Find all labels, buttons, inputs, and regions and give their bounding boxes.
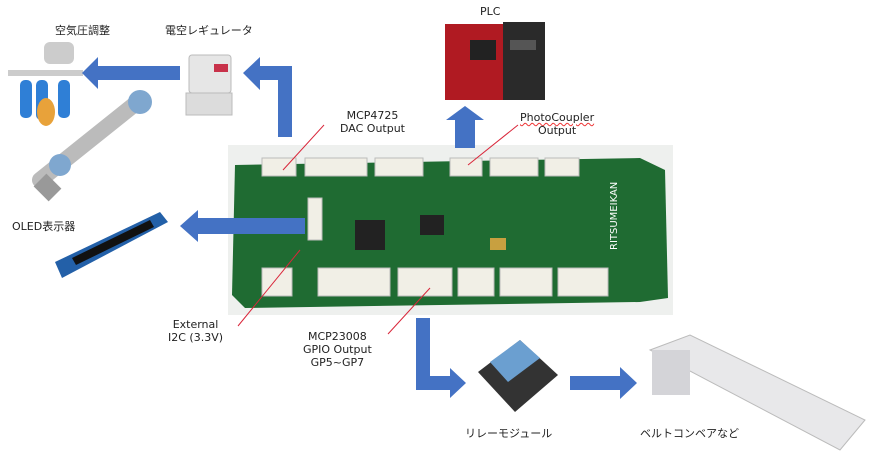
label-i2c-line2: I2C (3.3V) — [168, 331, 224, 344]
label-gpio-line3: GP5~GP7 — [310, 356, 365, 369]
label-i2c-line1: External — [172, 318, 219, 331]
leader-photocoupler — [467, 124, 519, 166]
robot-gripper-image — [8, 42, 152, 202]
label-oled: OLED表示器 — [12, 220, 76, 233]
label-dac-line1: MCP4725 — [346, 109, 399, 122]
label-pc-line2: Output — [537, 124, 577, 137]
label-dac-line2: DAC Output — [340, 122, 405, 135]
label-relay: リレーモジュール — [465, 427, 553, 440]
leader-i2c — [237, 249, 301, 327]
arrow-board-to-regulator — [243, 57, 292, 137]
arrow-relay-to-conveyor — [570, 367, 637, 399]
belt-conveyor-image — [648, 334, 866, 451]
leader-dac — [282, 124, 325, 171]
label-pneumatic: 空気圧調整 — [55, 24, 110, 37]
label-gpio-line1: MCP23008 — [307, 330, 367, 343]
arrow-board-to-oled — [180, 210, 305, 242]
arrow-board-to-plc — [446, 106, 484, 148]
arrow-board-to-relay — [375, 318, 466, 398]
relay-module-image — [478, 340, 558, 412]
oled-display-image — [55, 212, 168, 278]
board-brand-text: RITSUMEIKAN — [609, 182, 620, 250]
label-gpio-line2: GPIO Output — [303, 343, 372, 356]
plc-image — [445, 22, 545, 100]
label-pc-line1: PhotoCoupler — [520, 111, 595, 124]
arrow-regulator-to-gripper — [82, 57, 180, 89]
label-gpio: MCP23008 GPIO Output GP5~GP7 — [303, 330, 372, 369]
leader-gpio — [387, 287, 431, 335]
regulator-image — [185, 54, 233, 116]
label-plc: PLC — [480, 5, 501, 18]
label-photocoupler: PhotoCoupler Output — [520, 111, 594, 137]
label-i2c: External I2C (3.3V) — [168, 318, 223, 344]
label-conveyor: ベルトコンベアなど — [640, 427, 739, 440]
label-dac: MCP4725 DAC Output — [340, 109, 405, 135]
label-regulator: 電空レギュレータ — [165, 24, 253, 37]
